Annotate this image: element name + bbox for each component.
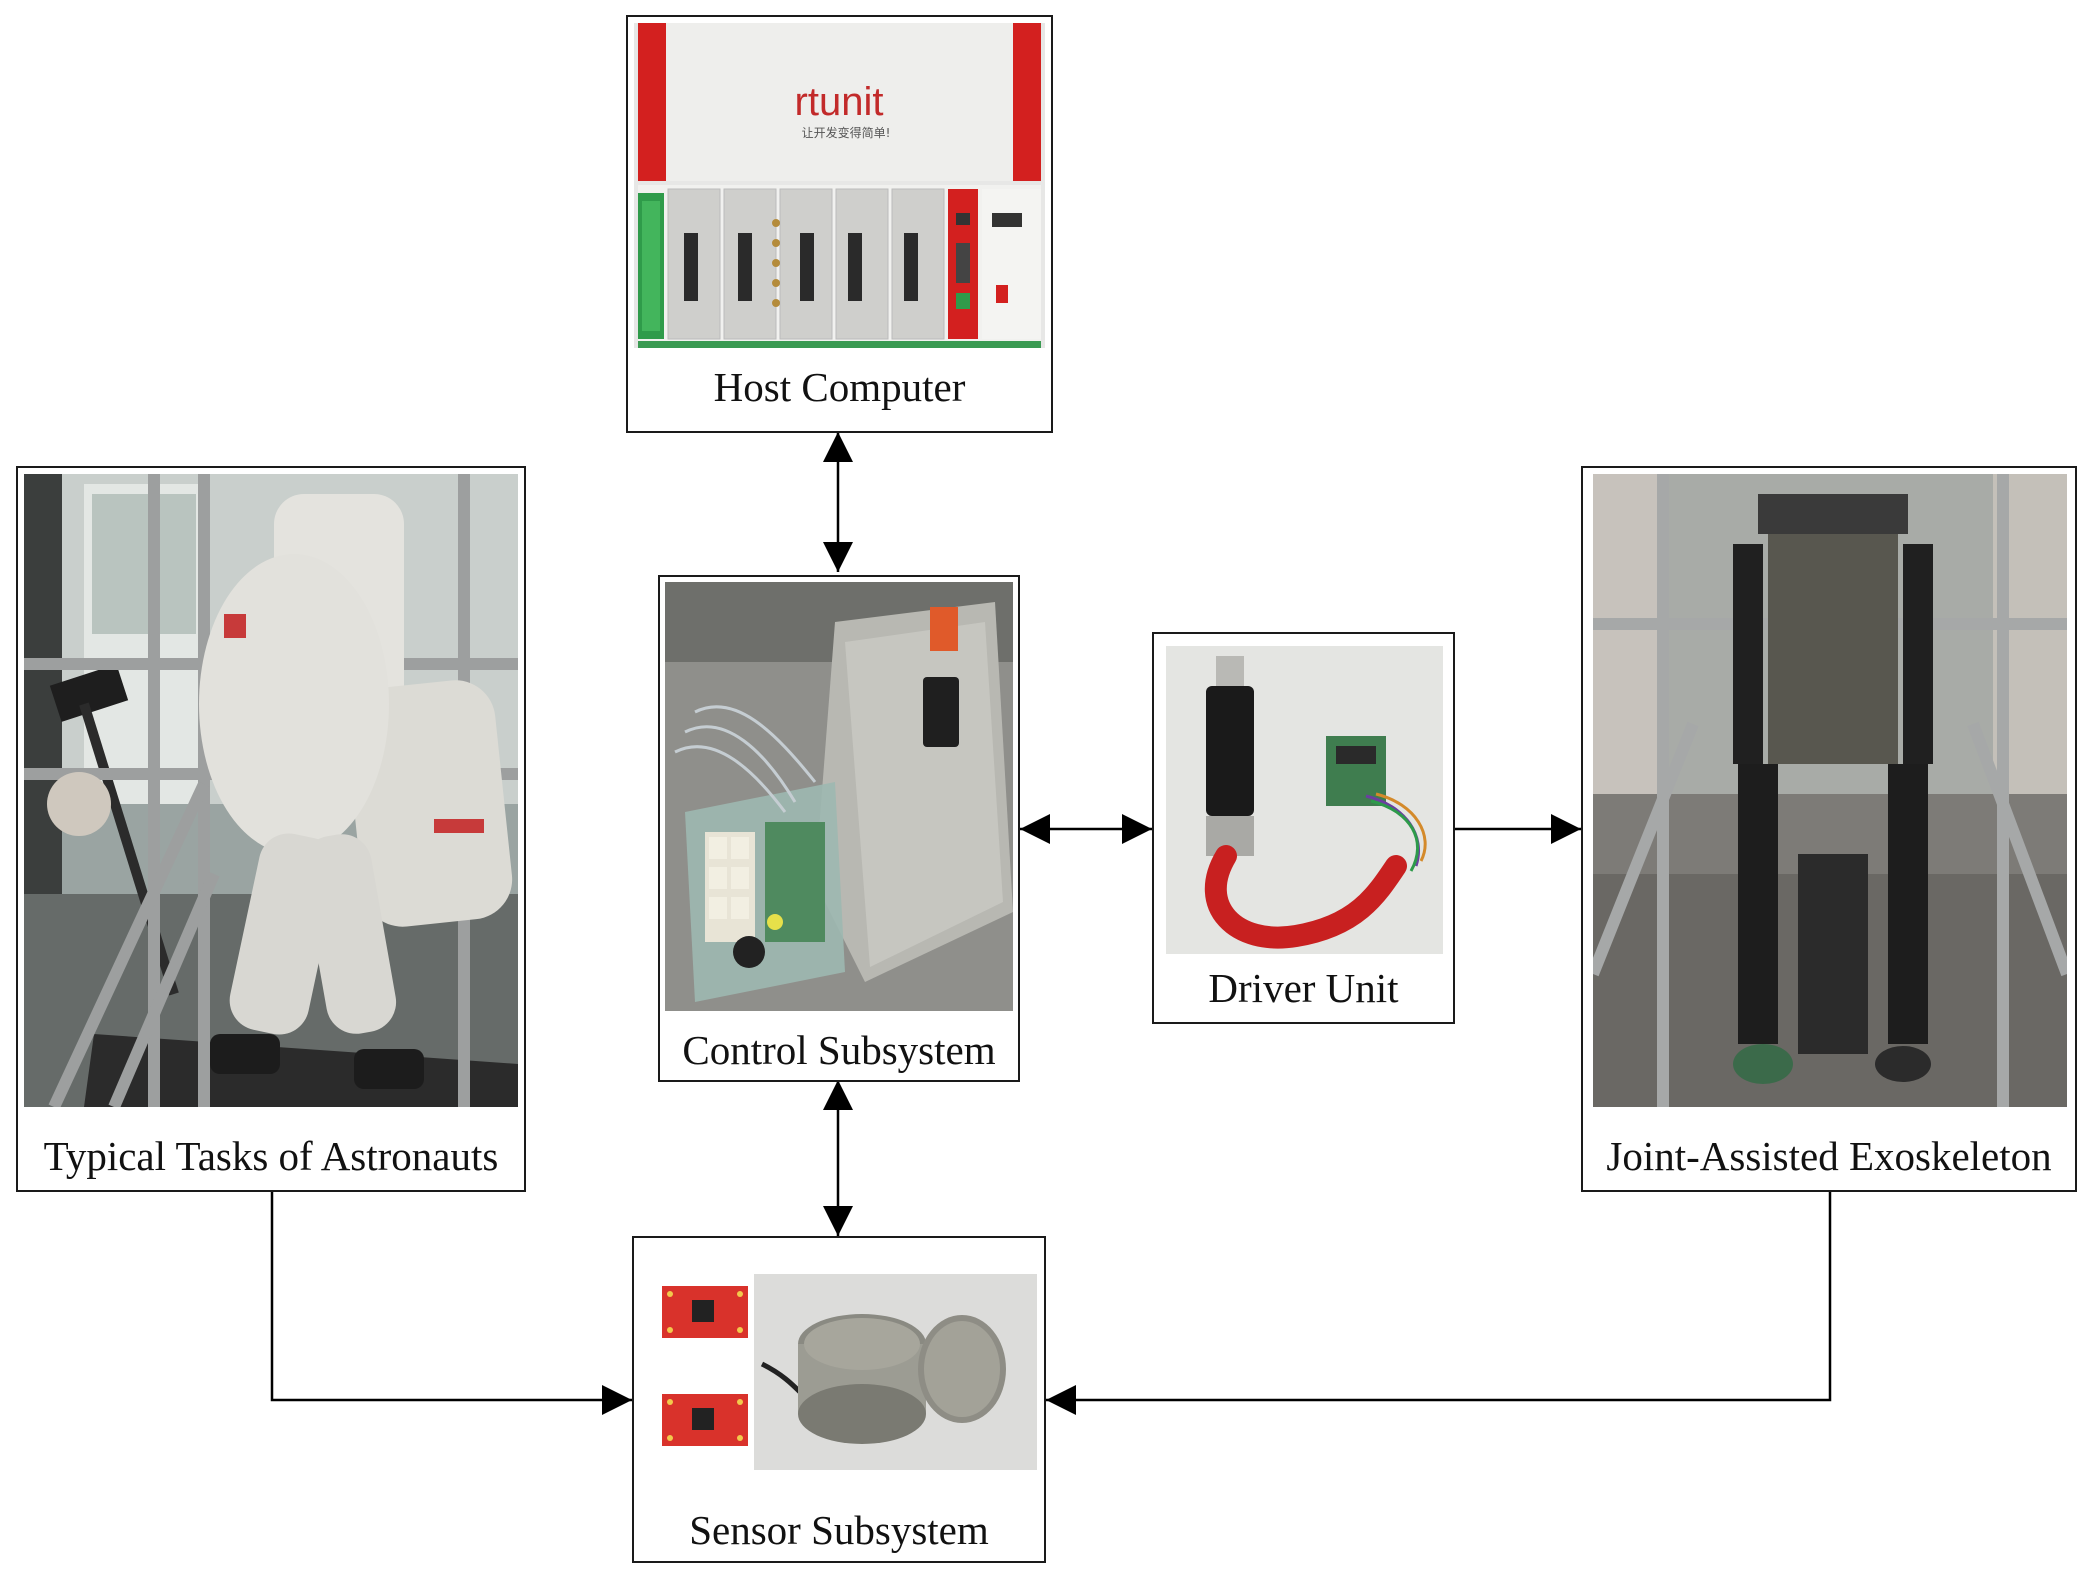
typical-tasks-label: Typical Tasks of Astronauts — [43, 1133, 499, 1179]
driver-unit-photo — [1166, 646, 1443, 954]
edge-tasks-sensor — [270, 1191, 632, 1415]
imu-board-bottom — [662, 1394, 748, 1446]
imu-board-top — [662, 1286, 748, 1338]
host-computer-photo: rtunit 让开发变得简单! — [634, 23, 1045, 348]
driver-unit-label: Driver Unit — [1208, 965, 1399, 1011]
node-sensor-subsystem: Sensor Subsystem — [632, 1236, 1046, 1563]
node-driver-unit: Driver Unit — [1152, 632, 1455, 1024]
astronaut-photo — [24, 474, 518, 1107]
rtunit-slogan: 让开发变得简单! — [802, 125, 891, 140]
node-typical-tasks: Typical Tasks of Astronauts — [16, 466, 526, 1192]
host-computer-label: Host Computer — [713, 364, 966, 410]
node-host-computer: rtunit 让开发变得简单! — [626, 15, 1053, 433]
edge-exo-sensor — [1046, 1191, 1832, 1415]
exoskeleton-photo — [1593, 474, 2067, 1107]
sensor-subsystem-label: Sensor Subsystem — [689, 1507, 989, 1553]
exoskeleton-label: Joint-Assisted Exoskeleton — [1606, 1133, 2052, 1179]
node-exoskeleton: Joint-Assisted Exoskeleton — [1581, 466, 2077, 1192]
control-subsystem-photo — [665, 582, 1013, 1011]
rtunit-logo: rtunit — [795, 80, 884, 124]
sensor-subsystem-photo — [662, 1274, 1037, 1470]
control-subsystem-label: Control Subsystem — [682, 1027, 996, 1073]
node-control-subsystem: Control Subsystem — [658, 575, 1020, 1082]
